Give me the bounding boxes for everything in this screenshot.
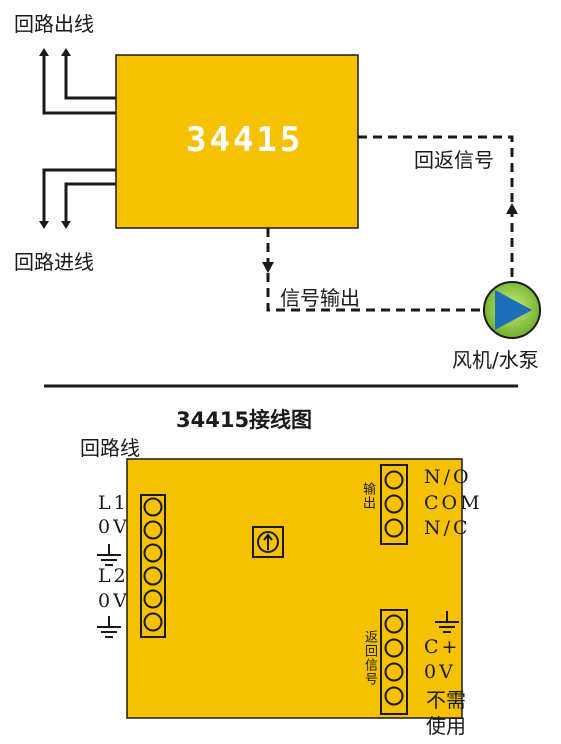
ground-icon — [97, 544, 121, 566]
module-box — [115, 54, 359, 229]
output-terminal-block — [380, 464, 408, 545]
return-signal-line — [358, 135, 514, 282]
terminal-0v-label: 0V — [98, 590, 130, 612]
signal-output-arrow — [262, 262, 274, 273]
not-needed-label: 不需 — [426, 688, 466, 712]
return-terminal-block — [380, 609, 408, 715]
terminal-cplus-label: C+ — [424, 636, 461, 658]
return-signal-arrow — [506, 203, 518, 214]
ground-icon — [97, 616, 121, 638]
output-group-label: 输出 — [360, 482, 375, 510]
loop-in-wires — [39, 168, 116, 229]
loop-in-label: 回路进线 — [14, 250, 94, 274]
loop-wire-label: 回路线 — [80, 436, 140, 460]
terminal-0v-label: 0V — [424, 661, 456, 683]
module-board — [126, 458, 463, 719]
module-label: 34415 — [186, 120, 304, 160]
terminal-nc-label: N/C — [424, 517, 471, 539]
loop-terminal-block — [140, 494, 166, 638]
signal-output-line — [266, 228, 484, 312]
pump-icon — [483, 281, 541, 339]
signal-output-label: 信号输出 — [280, 286, 360, 310]
not-used-label: 使用 — [426, 714, 466, 738]
terminal-no-label: N/O — [424, 466, 472, 488]
terminal-l1-label: L1 — [98, 492, 129, 514]
terminal-com-label: COM — [424, 492, 483, 514]
address-dial — [252, 526, 284, 558]
terminal-l2-label: L2 — [98, 565, 129, 587]
return-group-label: 返回信号 — [362, 630, 377, 686]
loop-out-label: 回路出线 — [14, 12, 94, 36]
terminal-0v-label: 0V — [98, 516, 130, 538]
wiring-title: 34415接线图 — [176, 408, 313, 432]
loop-out-wires — [39, 48, 116, 115]
fan-pump-label: 风机/水泵 — [452, 348, 539, 372]
ground-icon — [435, 611, 459, 633]
return-signal-label: 回返信号 — [414, 148, 494, 172]
